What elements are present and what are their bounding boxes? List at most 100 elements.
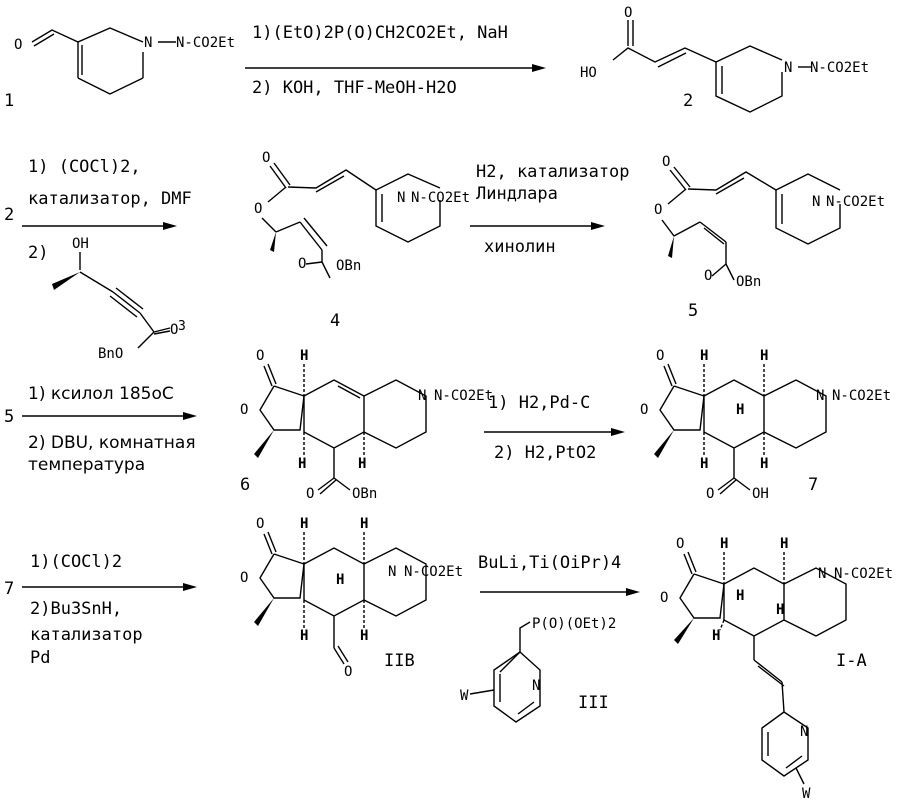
compound-iib: O O N N-CO2Et H H H H H O IIB [240, 516, 463, 680]
compound-6-number: 6 [240, 475, 250, 495]
compound-2-number: 2 [683, 91, 693, 111]
compound-1-group: N-CO2Et [176, 35, 235, 51]
compound-i-a-number: I-A [836, 651, 867, 671]
compound-4-group: N-CO2Et [411, 190, 470, 206]
svg-text:O: O [676, 536, 684, 552]
svg-text:H: H [776, 602, 784, 618]
compound-7-group: N-CO2Et [832, 388, 891, 404]
svg-text:N: N [144, 35, 152, 51]
svg-text:N: N [818, 566, 826, 582]
svg-text:H: H [336, 572, 344, 588]
svg-text:N: N [388, 564, 396, 580]
compound-2-group: N-CO2Et [810, 60, 869, 76]
step-3: H2, катализатор Линдлара хинолин [470, 162, 630, 257]
step-3-reagent-2: Линдлара [476, 184, 558, 204]
compound-4: O O O OBn N N-CO2Et 4 [254, 150, 470, 331]
compound-i-a-substituent: W [802, 786, 811, 802]
svg-text:H: H [358, 456, 366, 472]
svg-text:O: O [654, 202, 662, 218]
compound-iib-number: IIB [384, 651, 415, 671]
svg-text:H: H [760, 456, 768, 472]
step-4-reagent-3: температура [28, 455, 145, 475]
compound-1: O N N-CO2Et 1 [4, 28, 235, 111]
reagent-iii-phosphonate: P(O)(OEt)2 [532, 616, 616, 632]
step-2-reagent-3: 2) [28, 243, 48, 263]
svg-text:O: O [656, 348, 664, 364]
compound-3-ester: BnO [98, 346, 123, 362]
compound-1-number: 1 [4, 91, 14, 111]
svg-text:N: N [784, 60, 792, 76]
svg-text:O: O [704, 268, 712, 284]
compound-7-number: 7 [808, 475, 818, 495]
compound-6: O O N N-CO2Et H H H O OBn 6 [240, 348, 493, 502]
step-5: 1) H2,Pd-C 2) H2,PtO2 [484, 393, 625, 463]
step-4: 1) ксилол 185oC 5 2) DBU, комнатная темп… [4, 384, 197, 475]
step-4-reagent-2: 2) DBU, комнатная [28, 433, 196, 453]
svg-text:O: O [254, 201, 262, 217]
compound-5: O O O OBn N N-CO2Et 5 [654, 154, 885, 321]
svg-text:H: H [780, 536, 788, 552]
svg-text:H: H [300, 516, 308, 532]
step-1-reagent-1: 1)(EtO)2P(O)CH2CO2Et, NaH [252, 23, 508, 43]
compound-6-ester: OBn [352, 486, 377, 502]
step-2-reagent-1: 1) (COCl)2, [28, 157, 141, 177]
svg-text:H: H [360, 628, 368, 644]
step-6-reagent-2: 2)Bu3SnH, [30, 599, 122, 619]
svg-text:H: H [736, 402, 744, 418]
reagent-iii: P(O)(OEt)2 N W III [460, 616, 616, 722]
svg-text:N: N [816, 388, 824, 404]
compound-4-ester: OBn [336, 258, 361, 274]
svg-text:O: O [640, 402, 648, 418]
compound-3: OH O BnO 3 [52, 236, 186, 362]
svg-text:O: O [624, 5, 632, 21]
svg-text:O: O [706, 486, 714, 502]
compound-iib-group: N-CO2Et [404, 564, 463, 580]
svg-text:O: O [660, 590, 668, 606]
svg-text:H: H [360, 516, 368, 532]
step-4-reagent-1: 1) ксилол 185oC [28, 384, 174, 404]
svg-text:H: H [712, 628, 720, 644]
svg-text:H: H [300, 628, 308, 644]
svg-text:N: N [812, 194, 820, 210]
svg-text:H: H [760, 348, 768, 364]
svg-text:O: O [14, 37, 22, 53]
step-6-reagent-4: Pd [30, 648, 50, 668]
svg-text:N: N [532, 678, 540, 694]
step-6-reagent-3: катализатор [30, 625, 143, 645]
step-3-reagent-1: H2, катализатор [476, 162, 630, 182]
svg-text:N: N [418, 388, 426, 404]
svg-text:H: H [736, 588, 744, 604]
compound-i-a: O O N N-CO2Et H H H H H N W I-A [660, 536, 893, 802]
step-6-reagent-1: 1)(COCl)2 [30, 552, 122, 572]
step-2: 1) (COCl)2, катализатор, DMF 2 2) [4, 157, 192, 263]
svg-text:H: H [700, 456, 708, 472]
step-7-reagent-1: BuLi,Ti(OiPr)4 [478, 553, 621, 573]
svg-text:N: N [800, 724, 808, 740]
svg-text:H: H [300, 348, 308, 364]
step-2-reagent-2: катализатор, DMF [28, 189, 192, 209]
step-1: 1)(EtO)2P(O)CH2CO2Et, NaH 2) KOH, THF-Me… [245, 23, 546, 98]
step-1-reagent-2: 2) KOH, THF-MeOH-H2O [252, 78, 457, 98]
compound-5-group: N-CO2Et [826, 194, 885, 210]
compound-i-a-group: N-CO2Et [834, 566, 893, 582]
svg-text:O: O [262, 150, 270, 166]
compound-2-acid: HO [580, 65, 597, 81]
step-5-reagent-1: 1) H2,Pd-C [488, 393, 590, 413]
step-7: BuLi,Ti(OiPr)4 [478, 553, 640, 596]
svg-text:O: O [240, 570, 248, 586]
compound-4-number: 4 [330, 311, 340, 331]
step-2-start: 2 [4, 205, 14, 225]
step-3-reagent-3: хинолин [484, 237, 556, 257]
svg-text:H: H [298, 456, 306, 472]
step-6: 1)(COCl)2 7 2)Bu3SnH, катализатор Pd [4, 552, 197, 668]
compound-5-number: 5 [688, 301, 698, 321]
step-4-start: 5 [4, 407, 14, 427]
step-6-start: 7 [4, 579, 14, 599]
svg-text:N: N [397, 190, 405, 206]
svg-text:O: O [298, 256, 306, 272]
compound-6-group: N-CO2Et [434, 388, 493, 404]
compound-3-number: 3 [178, 319, 186, 334]
svg-text:O: O [662, 154, 670, 170]
reagent-iii-substituent: W [460, 688, 469, 704]
